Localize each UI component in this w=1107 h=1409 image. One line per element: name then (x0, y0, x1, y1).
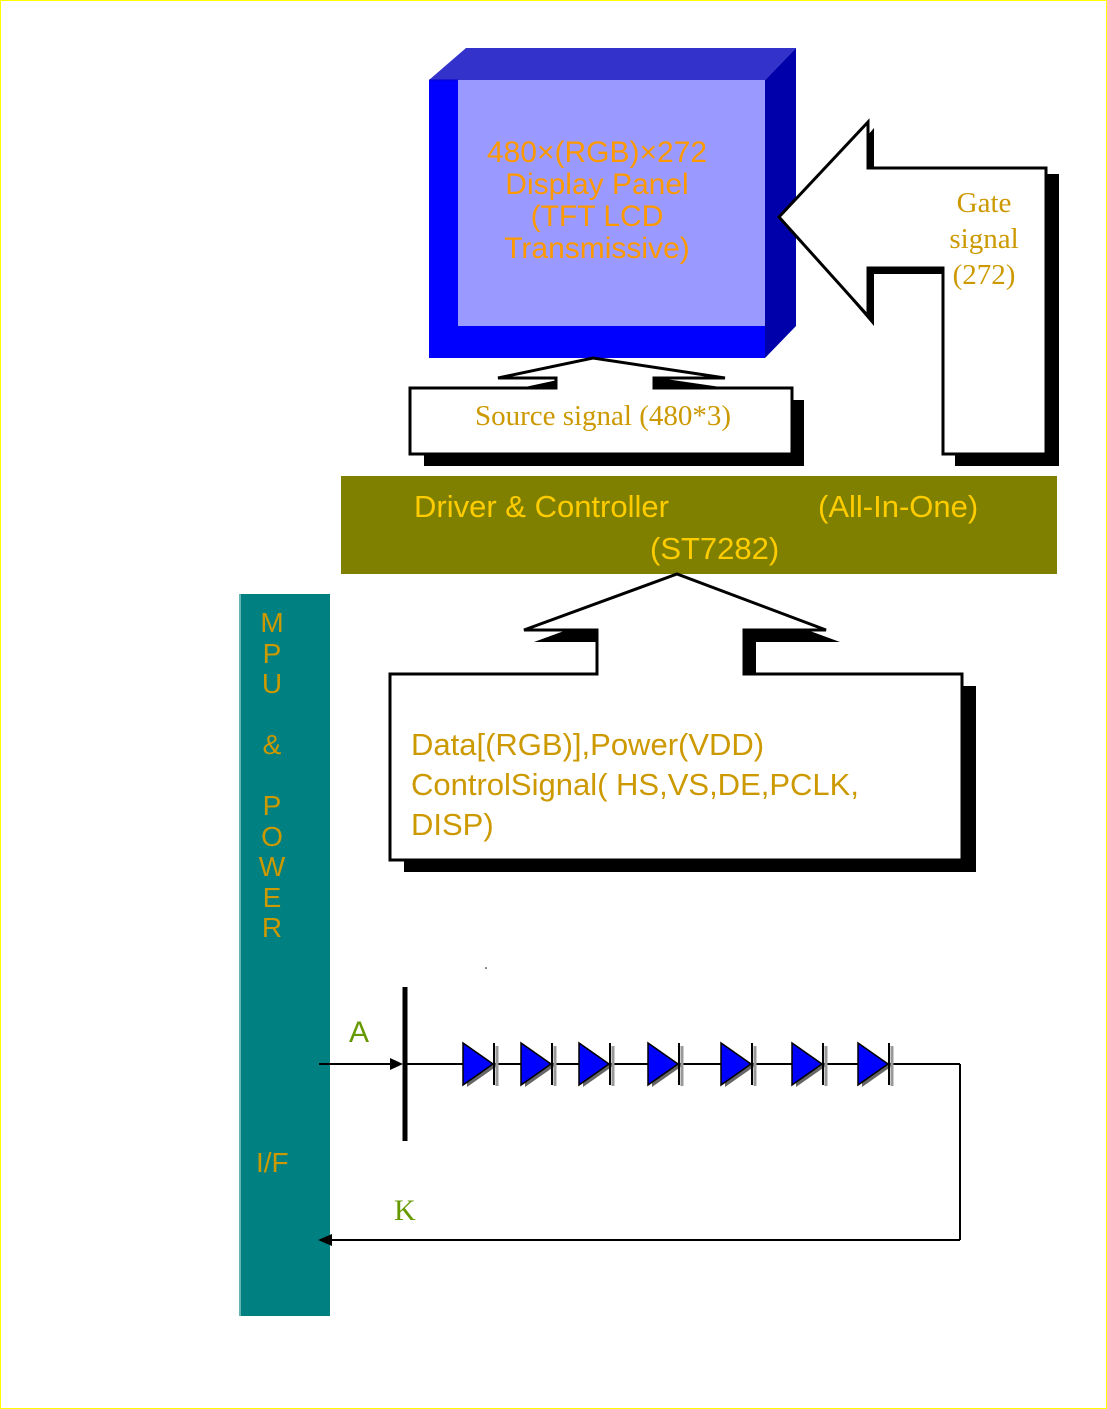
mpu-power-bar (239, 594, 330, 1316)
stray-dot (485, 967, 487, 969)
mpu-letter: & (262, 729, 282, 760)
panel-top-bevel (429, 48, 796, 80)
driver-controller-bar (341, 476, 1057, 574)
led-diode (520, 1041, 557, 1087)
mpu-letter: P (262, 790, 282, 821)
gate-signal-arrow (776, 118, 1059, 466)
interface-if-label: I/F (256, 1147, 289, 1178)
gate-signal-line1: Gate (956, 187, 1012, 219)
cathode-label: K (394, 1194, 416, 1227)
led-diode (462, 1041, 499, 1087)
driver-label: Driver & Controller (414, 489, 669, 524)
cathode-arrowhead (318, 1234, 332, 1246)
interface-line-control: ControlSignal( HS,VS,DE,PCLK, (411, 767, 859, 802)
led-diode (857, 1041, 894, 1087)
gate-signal-line3: (272) (952, 259, 1016, 291)
led-diode (578, 1041, 615, 1087)
source-signal-arrow (408, 356, 804, 466)
anode-label: A (349, 1016, 370, 1049)
panel-side-bevel (765, 48, 796, 358)
mpu-power-label: M P U & P O W E R (240, 607, 304, 944)
led-diode (791, 1041, 828, 1087)
backlight-circuit (318, 967, 961, 1246)
panel-screen (458, 80, 765, 326)
mpu-letter (240, 761, 304, 792)
gate-signal-label: Gate signal (272) (938, 185, 1030, 293)
mpu-letter (240, 700, 304, 731)
panel-label-type: (TFT LCD (530, 200, 664, 233)
mpu-letter: M (260, 607, 284, 638)
source-signal-label: Source signal (480*3) (474, 400, 732, 432)
interface-arrow (388, 572, 976, 872)
mpu-letter: W (258, 851, 286, 882)
anode-arrowhead (390, 1058, 403, 1070)
driver-chip-label: (ST7282) (650, 531, 780, 566)
panel-label: 480×(RGB)×272 Display Panel (TFT LCD Tra… (432, 137, 762, 265)
display-panel (429, 48, 796, 358)
mpu-letter: O (261, 820, 283, 852)
panel-label-mode: Transmissive) (504, 232, 690, 265)
interface-line-data: Data[(RGB)],Power(VDD) (411, 727, 765, 762)
panel-label-title: Display Panel (505, 168, 689, 201)
gate-signal-line2: signal (949, 223, 1019, 255)
mpu-letter: P (262, 637, 282, 669)
led-diode (720, 1041, 757, 1087)
led-diode (647, 1041, 684, 1087)
panel-label-resolution: 480×(RGB)×272 (486, 136, 708, 169)
mpu-letter: U (261, 668, 283, 699)
mpu-letter: E (262, 881, 282, 913)
led-group (462, 1041, 894, 1087)
interface-line-disp: DISP) (411, 807, 494, 842)
mpu-letter: R (261, 912, 283, 943)
driver-suffix: (All-In-One) (818, 489, 979, 524)
